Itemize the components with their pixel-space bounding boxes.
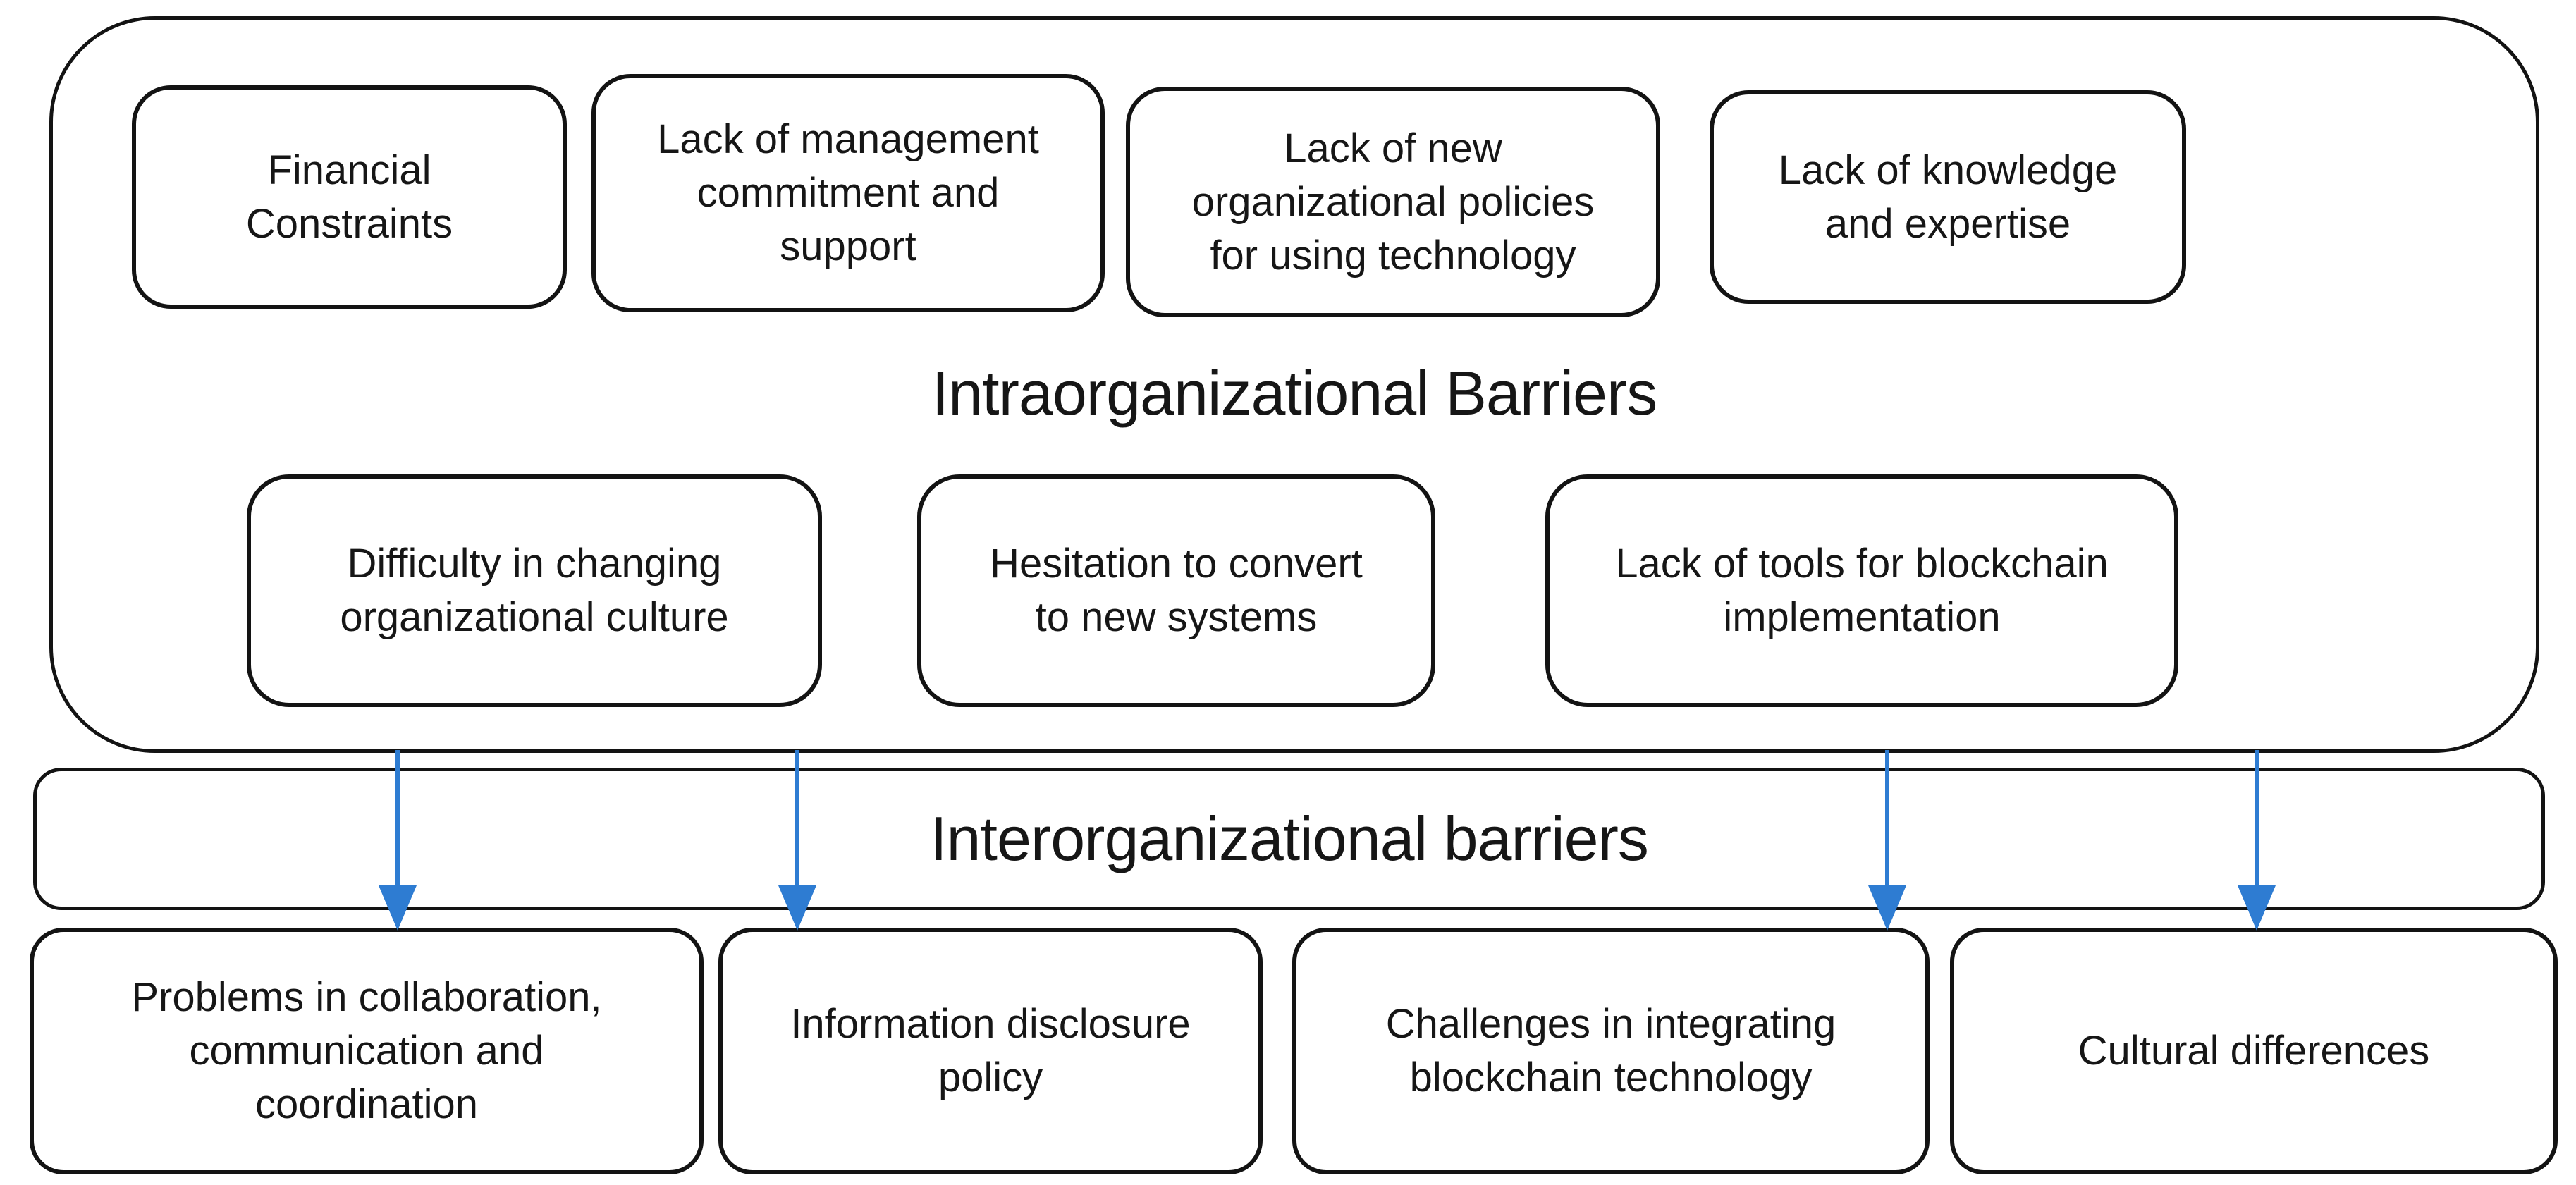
box-lack-of-new-org-policies: Lack of new organizational policies for …	[1126, 87, 1660, 317]
box-challenges-integrating-blockchain: Challenges in integrating blockchain tec…	[1292, 928, 1930, 1174]
box-label: Cultural differences	[2078, 1028, 2430, 1074]
arrow-line	[395, 750, 400, 890]
arrow-head-icon	[2238, 885, 2276, 931]
arrow-line	[2255, 750, 2259, 890]
box-information-disclosure-policy: Information disclosure policy	[718, 928, 1263, 1174]
box-lack-of-management-commitment: Lack of management commitment and suppor…	[591, 74, 1105, 312]
arrow-head-icon	[1868, 885, 1906, 931]
box-financial-constraints: Financial Constraints	[132, 85, 567, 309]
box-label: Hesitation to convert to new systems	[990, 541, 1363, 640]
box-label: Lack of tools for blockchain implementat…	[1615, 541, 2109, 640]
box-cultural-differences: Cultural differences	[1950, 928, 2558, 1174]
box-lack-of-knowledge-expertise: Lack of knowledge and expertise	[1710, 90, 2186, 304]
interorganizational-title: Interorganizational barriers	[930, 804, 1649, 873]
box-label: Difficulty in changing organizational cu…	[340, 541, 729, 640]
box-label: Lack of new organizational policies for …	[1191, 125, 1595, 278]
connector-arrow-3	[1868, 750, 1906, 931]
arrow-line	[795, 750, 799, 890]
box-problems-collaboration: Problems in collaboration, communication…	[30, 928, 704, 1174]
box-label: Lack of knowledge and expertise	[1778, 147, 2118, 247]
box-label: Lack of management commitment and suppor…	[657, 116, 1039, 269]
box-hesitation-convert-systems: Hesitation to convert to new systems	[917, 474, 1435, 707]
box-label: Problems in collaboration, communication…	[131, 974, 602, 1127]
box-label: Information disclosure policy	[790, 1001, 1191, 1100]
arrow-head-icon	[379, 885, 417, 931]
box-label: Challenges in integrating blockchain tec…	[1385, 1001, 1836, 1100]
box-lack-of-tools-blockchain: Lack of tools for blockchain implementat…	[1545, 474, 2178, 707]
connector-arrow-2	[778, 750, 816, 931]
connector-arrow-4	[2238, 750, 2276, 931]
box-label: Financial Constraints	[245, 147, 453, 247]
connector-arrow-1	[379, 750, 417, 931]
arrow-line	[1885, 750, 1889, 890]
box-difficulty-changing-culture: Difficulty in changing organizational cu…	[247, 474, 822, 707]
interorganizational-bar: Interorganizational barriers	[33, 768, 2545, 910]
arrow-head-icon	[778, 885, 816, 931]
intraorganizational-title: Intraorganizational Barriers	[931, 358, 1658, 428]
